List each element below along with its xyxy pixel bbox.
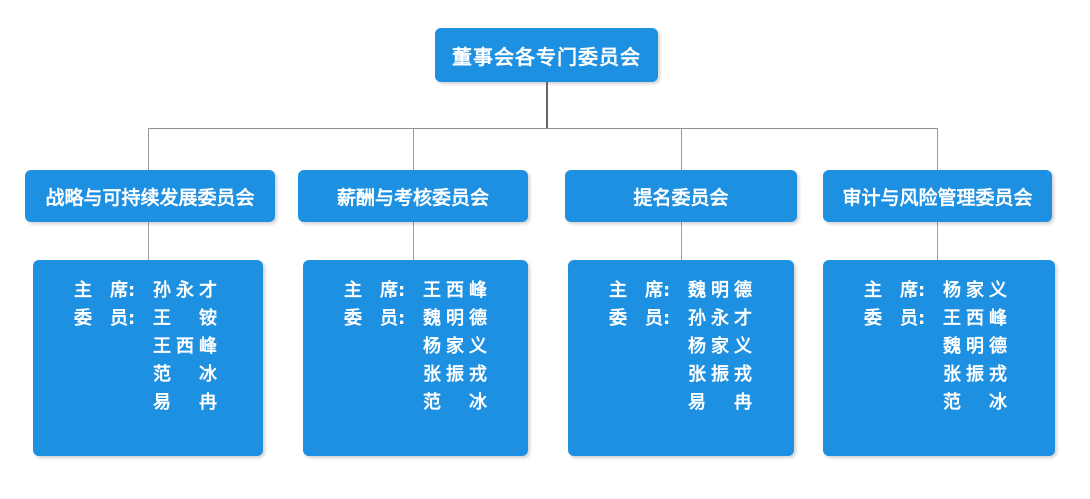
chairman-row: 主 席: 孙永才	[74, 277, 253, 305]
member-name: 王 铵	[153, 308, 222, 329]
member-name: 张振戎	[688, 364, 757, 385]
committee-title: 提名委员会	[633, 186, 729, 209]
member-name: 杨家义	[423, 336, 492, 357]
connector-drop-2	[413, 128, 414, 170]
connector-drop-1	[148, 128, 149, 170]
member-row: 范 冰	[74, 361, 253, 389]
member-name: 杨家义	[688, 336, 757, 357]
chairman-label: 主 席:	[609, 280, 671, 301]
members-label: 委 员:	[609, 308, 671, 329]
committee-title: 薪酬与考核委员会	[336, 186, 489, 209]
label-spacer	[864, 389, 935, 417]
member-name: 魏明德	[943, 336, 1012, 357]
chairman-row: 主 席: 杨家义	[864, 277, 1045, 305]
chairman-row: 主 席: 魏明德	[609, 277, 784, 305]
members-label: 委 员:	[344, 308, 406, 329]
committee-members-box-strategy: 主 席: 孙永才 委 员: 王 铵 王西峰 范 冰 易 冉	[33, 260, 263, 456]
member-name: 易 冉	[153, 392, 222, 413]
member-row: 张振戎	[864, 361, 1045, 389]
member-row: 魏明德	[864, 333, 1045, 361]
committee-title: 战略与可持续发展委员会	[45, 186, 255, 209]
connector-horizontal	[148, 128, 938, 129]
member-name: 范 冰	[423, 392, 492, 413]
member-name: 孙永才	[688, 308, 757, 329]
members-row: 委 员: 王 铵	[74, 305, 253, 333]
committee-title-box-compensation: 薪酬与考核委员会	[298, 170, 528, 222]
label-spacer	[609, 361, 680, 389]
chairman-label: 主 席:	[864, 280, 926, 301]
connector-stub-1	[148, 222, 149, 260]
connector-stub-3	[681, 222, 682, 260]
label-spacer	[344, 361, 415, 389]
label-spacer	[609, 333, 680, 361]
member-row: 杨家义	[344, 333, 518, 361]
members-label: 委 员:	[864, 308, 926, 329]
connector-drop-3	[681, 128, 682, 170]
label-spacer	[609, 389, 680, 417]
member-row: 易 冉	[609, 389, 784, 417]
member-name: 张振戎	[423, 364, 492, 385]
label-spacer	[74, 389, 145, 417]
members-label: 委 员:	[74, 308, 136, 329]
connector-root-vertical	[546, 82, 548, 129]
members-row: 委 员: 魏明德	[344, 305, 518, 333]
members-row: 委 员: 孙永才	[609, 305, 784, 333]
committee-members-box-compensation: 主 席: 王西峰 委 员: 魏明德 杨家义 张振戎 范 冰	[303, 260, 528, 456]
chairman-name: 杨家义	[943, 280, 1012, 301]
chairman-name: 魏明德	[688, 280, 757, 301]
member-name: 张振戎	[943, 364, 1012, 385]
connector-stub-2	[413, 222, 414, 260]
member-row: 王西峰	[74, 333, 253, 361]
member-row: 杨家义	[609, 333, 784, 361]
committee-title-box-nomination: 提名委员会	[565, 170, 797, 222]
chairman-name: 孙永才	[153, 280, 222, 301]
committee-title-box-audit: 审计与风险管理委员会	[823, 170, 1052, 222]
chairman-row: 主 席: 王西峰	[344, 277, 518, 305]
label-spacer	[74, 361, 145, 389]
member-row: 范 冰	[344, 389, 518, 417]
member-name: 范 冰	[153, 364, 222, 385]
member-name: 魏明德	[423, 308, 492, 329]
committee-members-box-nomination: 主 席: 魏明德 委 员: 孙永才 杨家义 张振戎 易 冉	[568, 260, 794, 456]
member-row: 张振戎	[344, 361, 518, 389]
member-name: 王西峰	[153, 336, 222, 357]
label-spacer	[74, 333, 145, 361]
label-spacer	[864, 333, 935, 361]
root-committee-title: 董事会各专门委员会	[452, 44, 641, 69]
committee-title: 审计与风险管理委员会	[842, 186, 1033, 209]
root-committee-box: 董事会各专门委员会	[435, 28, 658, 82]
member-row: 易 冉	[74, 389, 253, 417]
chairman-label: 主 席:	[74, 280, 136, 301]
member-row: 张振戎	[609, 361, 784, 389]
member-name: 易 冉	[688, 392, 757, 413]
member-row: 范 冰	[864, 389, 1045, 417]
committee-members-box-audit: 主 席: 杨家义 委 员: 王西峰 魏明德 张振戎 范 冰	[823, 260, 1055, 456]
label-spacer	[344, 333, 415, 361]
label-spacer	[864, 361, 935, 389]
chairman-name: 王西峰	[423, 280, 492, 301]
connector-stub-4	[937, 222, 938, 260]
label-spacer	[344, 389, 415, 417]
member-name: 范 冰	[943, 392, 1012, 413]
chairman-label: 主 席:	[344, 280, 406, 301]
member-name: 王西峰	[943, 308, 1012, 329]
members-row: 委 员: 王西峰	[864, 305, 1045, 333]
connector-drop-4	[937, 128, 938, 170]
committee-title-box-strategy: 战略与可持续发展委员会	[25, 170, 275, 222]
